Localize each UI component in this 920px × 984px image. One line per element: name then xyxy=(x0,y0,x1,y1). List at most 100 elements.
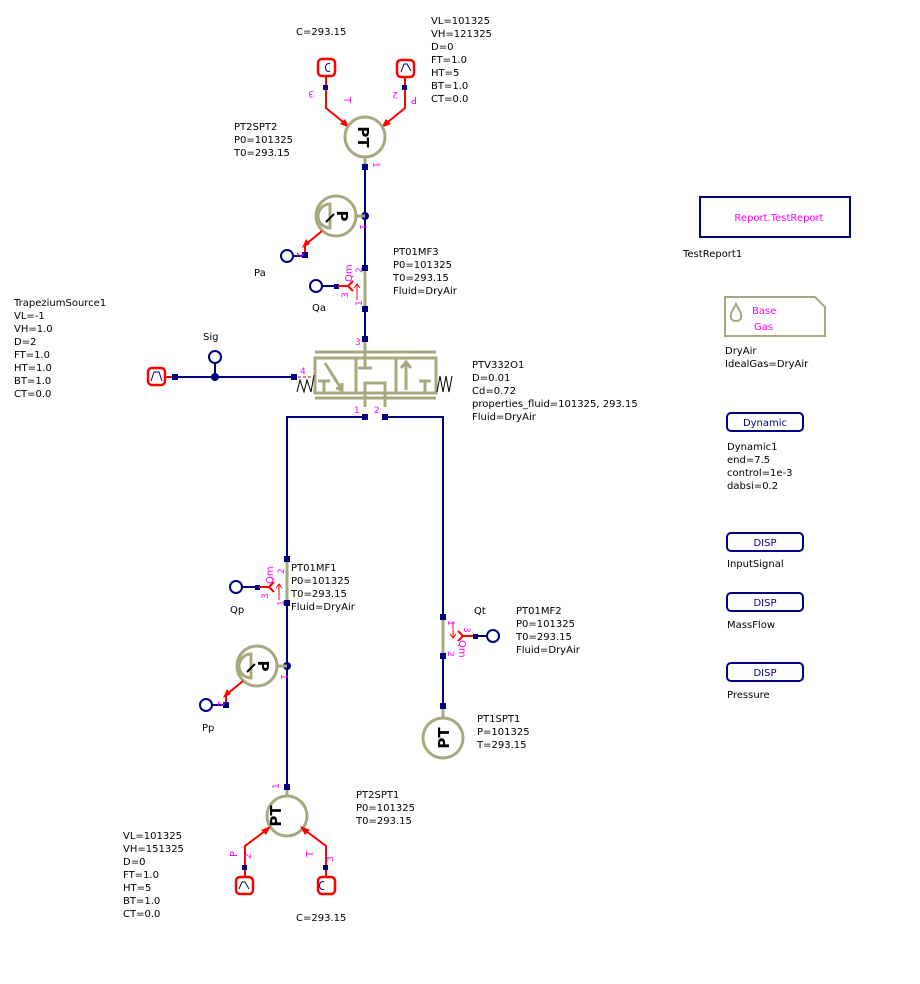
constant-value: C=293.15 xyxy=(296,27,346,38)
port-number: 2 xyxy=(355,267,365,273)
output-icon xyxy=(229,580,243,594)
output-icon xyxy=(280,249,294,263)
sig-label: Sig xyxy=(203,332,218,343)
report-title: Report.TestReport xyxy=(734,213,823,224)
dynamic-block[interactable]: Dynamic xyxy=(726,412,804,432)
pt01mf1-flow-sensor[interactable]: Qm 2 1 3 xyxy=(229,556,290,606)
port-number: 2 xyxy=(277,568,287,574)
pp-pressure-sensor[interactable]: P 1 2 xyxy=(199,644,288,712)
output-icon xyxy=(486,629,500,643)
p-signal-line xyxy=(382,77,406,127)
constant-value: C=293.15 xyxy=(296,913,346,924)
droplet-icon xyxy=(729,301,743,322)
port-number: 3 xyxy=(261,593,271,599)
pa-pressure-sensor[interactable]: P 1 2 xyxy=(280,194,367,263)
pt1spt1-sensor[interactable]: PT xyxy=(421,709,465,760)
qt-label: Qt xyxy=(474,606,486,617)
port-number: 3 xyxy=(341,292,351,298)
test-report-block[interactable]: Report.TestReport xyxy=(699,196,851,238)
pa-label: Pa xyxy=(254,268,266,279)
port-number: 3 xyxy=(308,88,314,98)
sensor-symbol: P xyxy=(333,211,351,222)
port-number: 2 xyxy=(392,89,398,99)
pt01mf3-flow-sensor[interactable]: Qm 2 1 3 xyxy=(309,264,368,312)
ramp-glyph-icon xyxy=(238,881,250,890)
port-number: 3 xyxy=(326,856,336,862)
disp-title: DISP xyxy=(753,668,776,679)
pt2spt1-sensor[interactable]: PT 1 xyxy=(265,783,309,838)
port-label-p: P xyxy=(229,851,240,857)
sensor-symbol: PT xyxy=(435,727,453,749)
sensor-symbol: PT xyxy=(354,126,372,148)
port-number: 3 xyxy=(461,627,471,633)
arrow-icon xyxy=(381,119,391,128)
qp-label: Qp xyxy=(230,605,244,616)
constant-source-icon[interactable] xyxy=(316,57,337,78)
port-number: 2 xyxy=(374,406,380,416)
port-number: 1 xyxy=(370,162,380,168)
port-number: 2 xyxy=(215,701,225,707)
port-number: 1 xyxy=(278,674,288,680)
pt01mf2-flow-sensor[interactable]: Qm 1 2 3 xyxy=(440,614,500,659)
qa-label: Qa xyxy=(312,303,326,314)
ramp-source-icon[interactable] xyxy=(395,58,416,79)
port-number: 4 xyxy=(300,367,306,377)
connector-line[interactable] xyxy=(286,416,365,558)
qm-label: Qm xyxy=(265,566,276,584)
sensor-symbol: PT xyxy=(267,805,285,827)
port-number: 1 xyxy=(357,224,367,230)
constant-glyph-icon xyxy=(319,881,325,890)
top-source-group[interactable]: 3 2 T P xyxy=(308,57,417,128)
port-number: 2 xyxy=(244,853,254,859)
constant-source-icon[interactable] xyxy=(316,875,337,896)
port-number: 2 xyxy=(294,252,304,258)
port-label-p: P xyxy=(411,94,417,105)
port-number: 1 xyxy=(355,300,365,306)
port-number: 3 xyxy=(355,338,361,348)
disp-block-inputsignal[interactable]: DISP xyxy=(726,532,804,552)
port-label-t: T xyxy=(305,850,316,858)
output-icon xyxy=(199,698,213,712)
signal-connector-line[interactable] xyxy=(175,363,294,378)
report-name: TestReport1 xyxy=(682,249,742,260)
ramp-glyph-icon xyxy=(400,63,412,73)
disp-name: MassFlow xyxy=(727,620,775,631)
ramp-source-icon[interactable] xyxy=(234,875,255,896)
output-icon xyxy=(309,279,323,293)
sensor-symbol: P xyxy=(254,661,272,672)
disp-block-massflow[interactable]: DISP xyxy=(726,592,804,612)
base-gas-block[interactable]: Base Gas xyxy=(724,296,826,337)
port-label-t: T xyxy=(341,96,352,104)
disp-name: Pressure xyxy=(727,690,770,701)
base-gas-title: Gas xyxy=(754,322,773,333)
port-number: 1 xyxy=(354,406,360,416)
port-number: 1 xyxy=(272,783,282,789)
disp-title: DISP xyxy=(753,538,776,549)
valve-ptv332o1[interactable] xyxy=(296,342,453,407)
sig-output-icon xyxy=(208,350,222,364)
port-number: 2 xyxy=(445,651,455,657)
disp-block-pressure[interactable]: DISP xyxy=(726,662,804,682)
constant-glyph-icon xyxy=(325,63,331,72)
base-gas-title: Base xyxy=(752,306,776,317)
qm-label: Qm xyxy=(344,264,355,282)
dynamic-title: Dynamic xyxy=(743,418,787,429)
pt2spt2-sensor[interactable]: PT 1 xyxy=(343,115,387,168)
connector-line[interactable] xyxy=(385,416,444,615)
trapezium-source-icon[interactable] xyxy=(146,366,167,387)
pp-label: Pp xyxy=(202,723,214,734)
bottom-source-group[interactable]: P T 2 3 xyxy=(229,826,337,896)
